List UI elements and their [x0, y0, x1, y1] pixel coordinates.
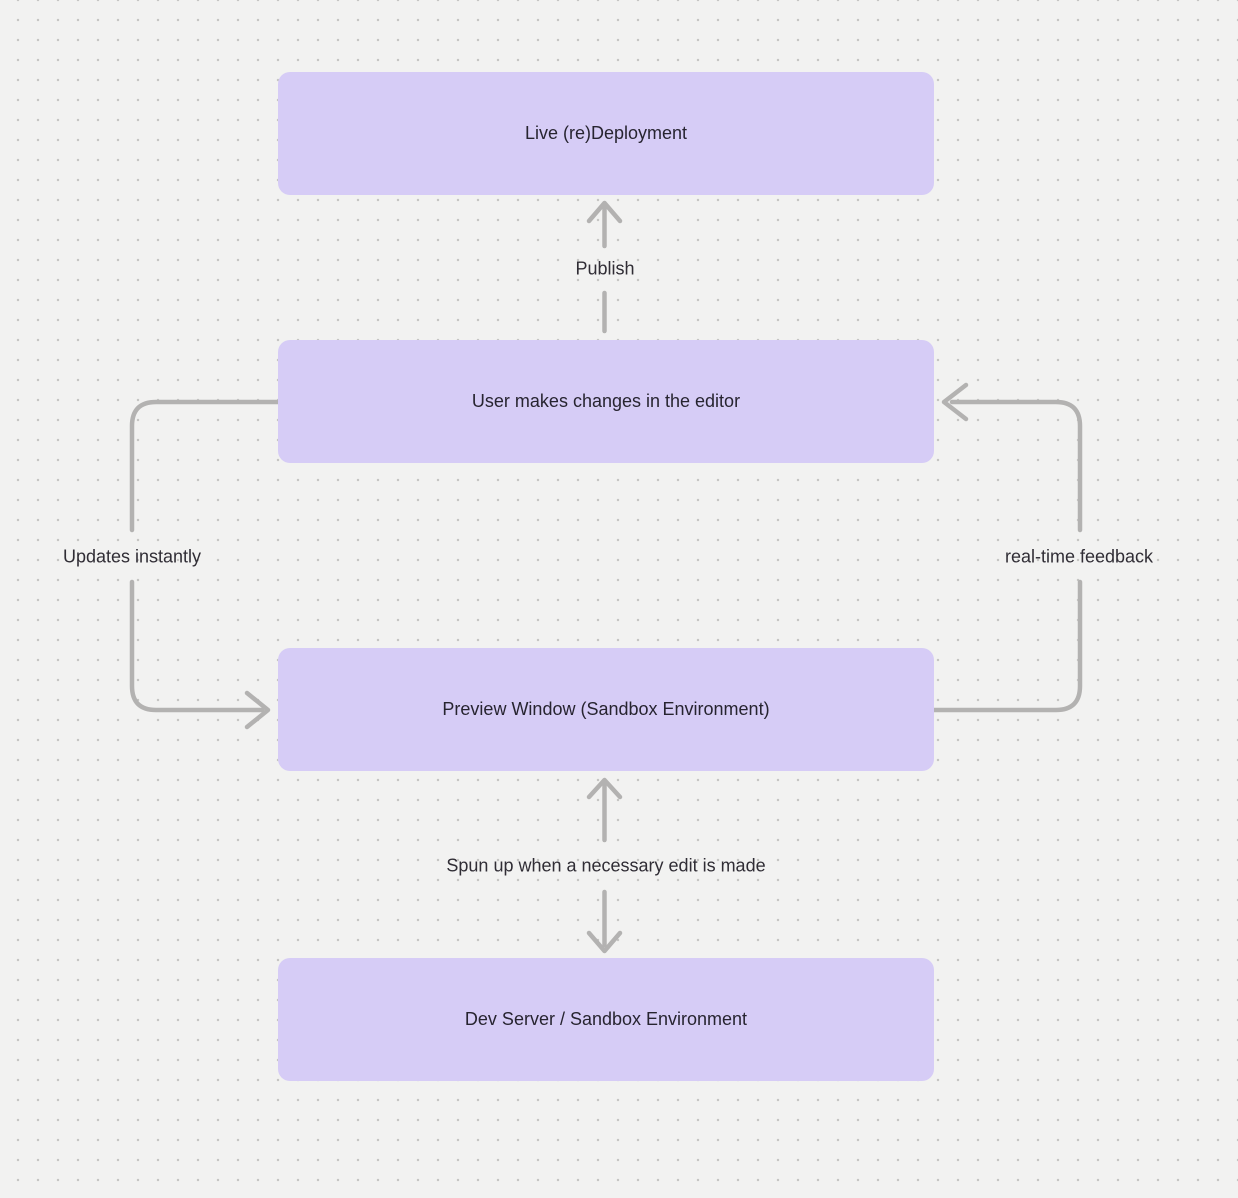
updates-arrowhead-right-icon [244, 690, 271, 730]
feedback-arrowhead-left-icon [941, 382, 969, 422]
feedback-arrow-line-upper[interactable] [949, 399, 1083, 533]
node-dev-server[interactable]: Dev Server / Sandbox Environment [278, 958, 934, 1081]
spunup-arrowhead-up-icon [586, 777, 623, 800]
node-label: User makes changes in the editor [471, 390, 741, 411]
edge-realtime-feedback-arrow[interactable] [931, 382, 1083, 713]
edge-label-spun-up[interactable]: Spun up when a necessary edit is made [446, 855, 766, 876]
edge-updates-instantly-arrow[interactable] [129, 399, 281, 730]
node-label: Dev Server / Sandbox Environment [464, 1008, 748, 1029]
edge-label-realtime-feedback[interactable]: real-time feedback [1004, 546, 1154, 567]
edge-spun-up-arrow[interactable] [586, 777, 623, 954]
feedback-arrow-line-lower[interactable] [931, 579, 1083, 713]
node-label: Live (re)Deployment [524, 122, 688, 143]
node-live-redeployment[interactable]: Live (re)Deployment [278, 72, 934, 195]
publish-arrowhead-up-icon [586, 200, 623, 224]
updates-arrow-line-lower[interactable] [129, 579, 265, 713]
edge-label-publish[interactable]: Publish [575, 258, 635, 279]
updates-arrow-line-upper[interactable] [129, 399, 281, 533]
spunup-arrowhead-down-icon [586, 930, 623, 954]
node-user-editor[interactable]: User makes changes in the editor [278, 340, 934, 463]
node-preview-window[interactable]: Preview Window (Sandbox Environment) [278, 648, 934, 771]
edge-label-updates-instantly[interactable]: Updates instantly [62, 546, 202, 567]
node-label: Preview Window (Sandbox Environment) [442, 698, 770, 719]
edge-publish-arrow[interactable] [586, 200, 623, 334]
